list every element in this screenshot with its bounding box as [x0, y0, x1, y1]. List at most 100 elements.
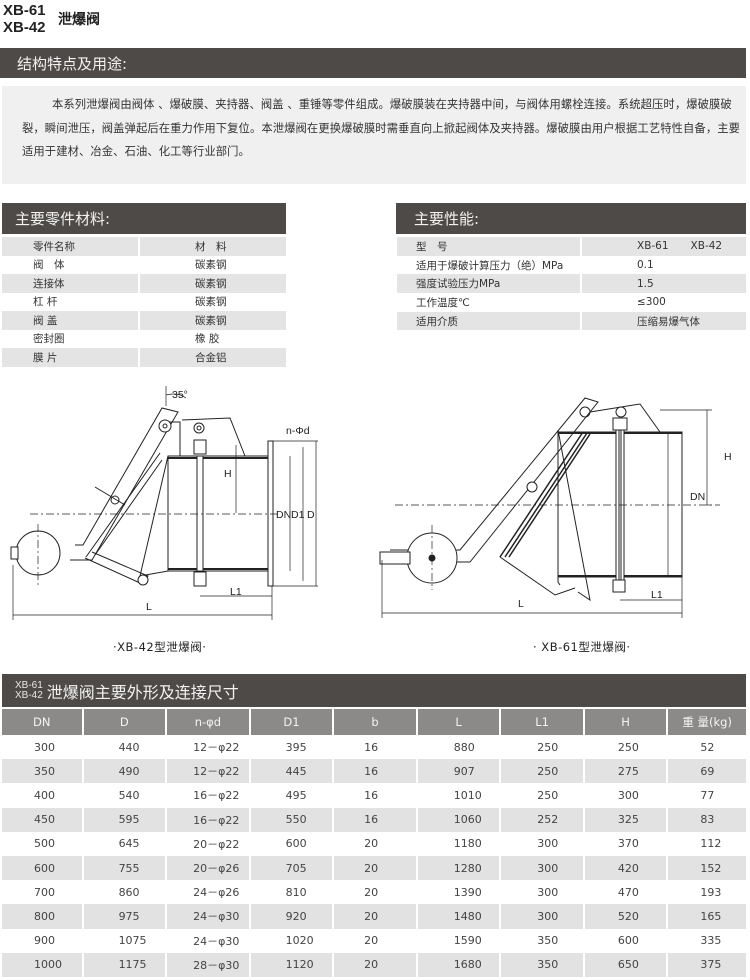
model-xb61: XB-61 — [15, 679, 43, 691]
dimensions-heading-text: 泄爆阀主要外形及连接尺寸 — [46, 682, 239, 702]
cell-dn: 450 — [2, 807, 82, 832]
cell-weight: 52 — [700, 740, 715, 754]
col-b: b — [334, 709, 416, 735]
cell-l: 1180 — [453, 837, 482, 851]
materials-heading: 主要零件材料: — [2, 203, 286, 234]
cell-l1: 250 — [537, 788, 559, 802]
spec-name: 强度试验压力MPa — [397, 274, 580, 294]
cell-h: 420 — [584, 855, 667, 881]
materials-table: 零件名称 材 料 阀 体 碳素钢 连接体 碳素钢 杠 杆 碳素钢 阀 盖 碳素钢… — [2, 237, 286, 367]
cell-h: 275 — [584, 759, 667, 784]
cell-l: 1060 — [417, 807, 500, 832]
part-material: 碳素钢 — [140, 274, 286, 293]
technical-drawings: 35° n-Φd H DN D1 D L1 L — [10, 386, 732, 620]
cell-weight: 375 — [668, 952, 746, 977]
dimensions-header-row: DN D n-φd D1 b L L1 H 重 量(kg) — [0, 709, 748, 735]
cell-d: 490 — [83, 759, 166, 784]
height-label: H — [224, 468, 232, 480]
cell-dn: 600 — [2, 855, 82, 881]
cell-d: 645 — [118, 837, 140, 851]
cell-h: 520 — [584, 904, 667, 929]
cell-b: 20 — [334, 952, 416, 977]
cell-b: 20 — [334, 855, 416, 881]
table-row: 适用介质 压缩易爆气体 — [397, 311, 746, 331]
cell-d1: 920 — [250, 904, 333, 929]
d1-label: D1 — [291, 509, 305, 521]
model-xb42: XB-42 — [3, 19, 46, 36]
cell-dn: 1000 — [2, 952, 82, 977]
cell-weight: 69 — [668, 759, 746, 784]
cell-n-phi-d: 24－φ30 — [193, 934, 240, 948]
table-row: 工作温度℃ ≤300 — [397, 293, 746, 312]
cell-d1: 395 — [285, 740, 307, 754]
cell-l1: 300 — [537, 837, 559, 851]
cell-l: 1590 — [453, 934, 482, 948]
cell-d: 755 — [83, 855, 166, 881]
cell-weight: 152 — [668, 855, 746, 881]
l1-label: L1 — [230, 586, 242, 598]
cell-n-phi-d: 16－φ22 — [167, 807, 249, 832]
performance-table: 型 号 XB-61 XB-42 适用于爆破计算压力（绝）MPa 0.1 强度试验… — [397, 237, 746, 331]
cell-l1: 300 — [501, 855, 583, 881]
d-label: D — [307, 509, 315, 521]
cell-l: 880 — [453, 740, 475, 754]
cell-l: 1280 — [417, 855, 500, 881]
bolt-label: n-Φd — [286, 425, 310, 437]
cell-d1: 550 — [250, 807, 333, 832]
xb42-caption: ·XB-42型泄爆阀· — [113, 640, 207, 654]
performance-model-values: XB-61 XB-42 — [582, 237, 746, 256]
cell-weight: 335 — [700, 934, 722, 948]
l1-label: L1 — [651, 589, 663, 601]
performance-heading-text: 主要性能: — [414, 210, 480, 228]
performance-col-model: 型 号 — [397, 237, 580, 256]
cell-h: 370 — [617, 837, 639, 851]
cell-dn: 800 — [2, 904, 82, 929]
part-material: 碳素钢 — [195, 259, 227, 272]
col-n-phi-d: n-φd — [167, 709, 249, 735]
table-row: 杠 杆 碳素钢 — [2, 293, 286, 312]
cell-weight: 77 — [700, 788, 715, 802]
xb61-caption: · XB-61型泄爆阀· — [533, 640, 631, 654]
dn-label: DN — [690, 491, 705, 503]
table-row: 连接体 碳素钢 — [2, 274, 286, 293]
cell-dn: 400 — [34, 788, 55, 802]
dimensions-heading-models: XB-61 XB-42 — [15, 679, 43, 701]
cell-d1: 705 — [250, 855, 333, 881]
cell-l1: 250 — [537, 740, 559, 754]
spec-value: ≤300 — [637, 296, 666, 309]
cell-d: 1175 — [83, 952, 166, 977]
height-label: H — [724, 451, 732, 463]
cell-d1: 1120 — [250, 952, 333, 977]
cell-dn: 900 — [34, 934, 55, 948]
cell-n-phi-d: 12－φ22 — [193, 741, 240, 755]
part-name: 阀 盖 — [2, 311, 138, 330]
part-name: 膜 片 — [2, 348, 138, 367]
cell-d1: 810 — [285, 885, 307, 899]
spec-value: 压缩易爆气体 — [582, 311, 746, 331]
table-row: 阀 盖 碳素钢 — [2, 311, 286, 330]
cell-weight: 165 — [668, 904, 746, 929]
model-xb42: XB-42 — [15, 689, 43, 701]
cell-l1: 250 — [501, 759, 583, 784]
part-material: 橡 胶 — [195, 333, 220, 346]
cell-h: 300 — [617, 788, 639, 802]
structure-heading-text: 结构特点及用途: — [17, 54, 128, 73]
cell-d: 595 — [83, 807, 166, 832]
part-name: 连接体 — [2, 274, 138, 293]
cell-l: 1680 — [417, 952, 500, 977]
part-material: 碳素钢 — [140, 311, 286, 330]
cell-d1: 1020 — [285, 934, 314, 948]
spec-name: 适用介质 — [397, 311, 580, 331]
table-row: 阀 体 碳素钢 — [2, 256, 286, 275]
cell-l: 1390 — [453, 885, 482, 899]
xb61-drawing: H DN L1 L — [379, 397, 732, 618]
cell-weight: 193 — [700, 885, 722, 899]
cell-d1: 445 — [250, 759, 333, 784]
